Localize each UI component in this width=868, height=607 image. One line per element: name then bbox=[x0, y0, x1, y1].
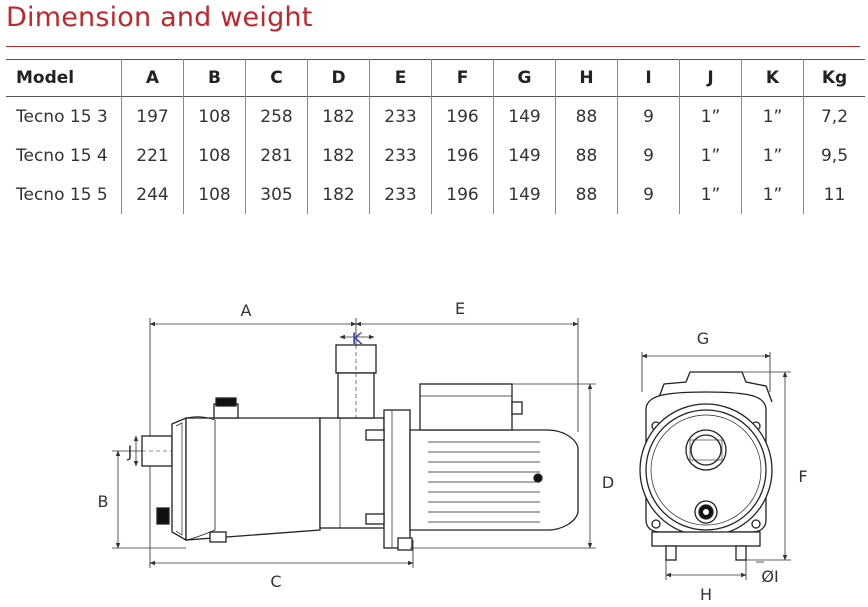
header-model: Model bbox=[16, 68, 75, 88]
header-a: A bbox=[121, 59, 184, 97]
cell-k: 1” bbox=[741, 175, 804, 214]
dim-label-i: ØI bbox=[761, 567, 778, 586]
header-f: F bbox=[431, 59, 494, 97]
dim-label-h: H bbox=[700, 585, 712, 604]
header-g: G bbox=[493, 59, 556, 97]
dim-label-j: J bbox=[127, 442, 133, 461]
title-rule bbox=[6, 46, 860, 47]
header-e: E bbox=[369, 59, 432, 97]
cell-g: 149 bbox=[493, 175, 556, 214]
cell-h: 88 bbox=[555, 96, 618, 136]
cell-c: 258 bbox=[245, 96, 308, 136]
table-row: Tecno 15 3 197 108 258 182 233 196 149 8… bbox=[6, 96, 865, 136]
cell-j: 1” bbox=[679, 136, 742, 175]
header-kg: Kg bbox=[803, 59, 865, 97]
dim-label-f: F bbox=[798, 467, 807, 486]
dim-label-c: C bbox=[270, 572, 281, 591]
cell-d: 182 bbox=[307, 136, 370, 175]
cell-k: 1” bbox=[741, 96, 804, 136]
cell-f: 196 bbox=[431, 175, 494, 214]
pump-side-view bbox=[141, 318, 579, 568]
cell-g: 149 bbox=[493, 136, 556, 175]
cell-a: 197 bbox=[121, 96, 184, 136]
cell-c: 305 bbox=[245, 175, 308, 214]
cell-model: Tecno 15 5 bbox=[16, 184, 108, 205]
header-b: B bbox=[183, 59, 246, 97]
cell-d: 182 bbox=[307, 175, 370, 214]
cell-e: 233 bbox=[369, 96, 432, 136]
header-d: D bbox=[307, 59, 370, 97]
dimension-table: Model A B C D E F G H I J K Kg Tecno 15 … bbox=[6, 59, 865, 214]
cell-f: 196 bbox=[431, 96, 494, 136]
cell-f: 196 bbox=[431, 136, 494, 175]
cell-model: Tecno 15 4 bbox=[16, 145, 108, 166]
header-i: I bbox=[617, 59, 680, 97]
cell-j: 1” bbox=[679, 175, 742, 214]
cell-b: 108 bbox=[183, 96, 246, 136]
table-header-row: Model A B C D E F G H I J K Kg bbox=[6, 59, 865, 97]
dim-label-b: B bbox=[98, 492, 109, 511]
header-h: H bbox=[555, 59, 618, 97]
header-k: K bbox=[741, 59, 804, 97]
dim-label-g: G bbox=[697, 329, 709, 348]
cell-kg: 9,5 bbox=[803, 136, 865, 175]
cell-g: 149 bbox=[493, 96, 556, 136]
cell-a: 221 bbox=[121, 136, 184, 175]
cell-k: 1” bbox=[741, 136, 804, 175]
end-dimension-lines bbox=[641, 353, 791, 578]
dim-label-e: E bbox=[455, 299, 465, 318]
cell-h: 88 bbox=[555, 136, 618, 175]
cell-j: 1” bbox=[679, 96, 742, 136]
dim-label-k: K bbox=[352, 329, 363, 348]
header-j: J bbox=[679, 59, 742, 97]
cell-i: 9 bbox=[617, 136, 680, 175]
cell-b: 108 bbox=[183, 175, 246, 214]
dim-label-d: D bbox=[602, 473, 614, 492]
cell-c: 281 bbox=[245, 136, 308, 175]
cell-i: 9 bbox=[617, 175, 680, 214]
cell-kg: 11 bbox=[803, 175, 865, 214]
cell-h: 88 bbox=[555, 175, 618, 214]
header-c: C bbox=[245, 59, 308, 97]
side-dimension-lines bbox=[112, 321, 596, 566]
page-title: Dimension and weight bbox=[6, 2, 313, 33]
table-row: Tecno 15 5 244 108 305 182 233 196 149 8… bbox=[6, 175, 865, 214]
cell-model: Tecno 15 3 bbox=[16, 106, 108, 127]
cell-kg: 7,2 bbox=[803, 96, 865, 136]
pump-end-view bbox=[639, 352, 773, 580]
cell-a: 244 bbox=[121, 175, 184, 214]
dim-label-a: A bbox=[241, 301, 252, 320]
table-row: Tecno 15 4 221 108 281 182 233 196 149 8… bbox=[6, 136, 865, 175]
cell-e: 233 bbox=[369, 175, 432, 214]
cell-d: 182 bbox=[307, 96, 370, 136]
cell-e: 233 bbox=[369, 136, 432, 175]
cell-b: 108 bbox=[183, 136, 246, 175]
cell-i: 9 bbox=[617, 96, 680, 136]
